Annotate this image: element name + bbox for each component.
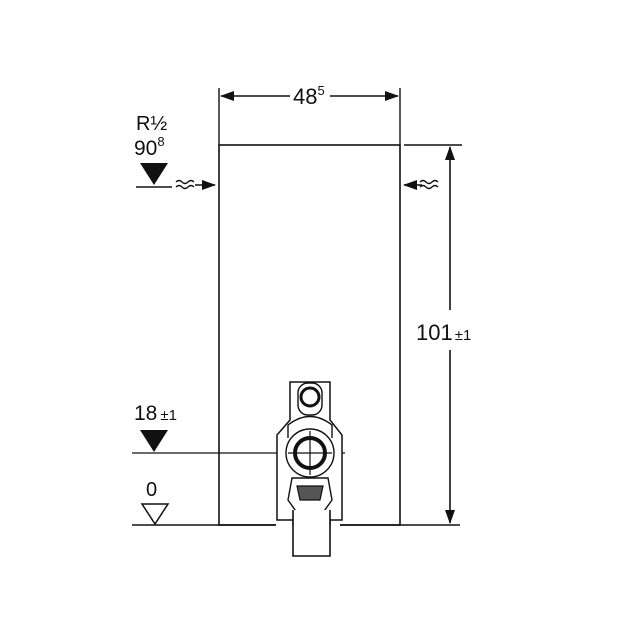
height-dimension: 101±1 [404,144,471,524]
water-supply-marker-right [403,179,439,190]
drain-fitting [276,381,343,557]
floor-triangle-icon [140,503,170,526]
floor-label: 0 [146,479,157,501]
drain-pipe [292,510,331,557]
level-triangle-icon [140,163,168,185]
water-wave-icon [175,179,195,190]
drain-height-label: 18±1 [134,402,177,425]
level-triangle-icon [140,430,168,452]
width-dimension: 485 [218,83,401,145]
height-label: 101±1 [416,320,471,345]
supply-height-label: 908 [134,134,165,160]
floor-level-marker: 0 [140,479,170,526]
water-wave-icon [419,179,439,190]
width-label: 485 [293,83,325,109]
water-supply-marker: R½ 908 [134,113,216,190]
thread-label: R½ [136,113,167,135]
inlet-socket [297,382,323,416]
